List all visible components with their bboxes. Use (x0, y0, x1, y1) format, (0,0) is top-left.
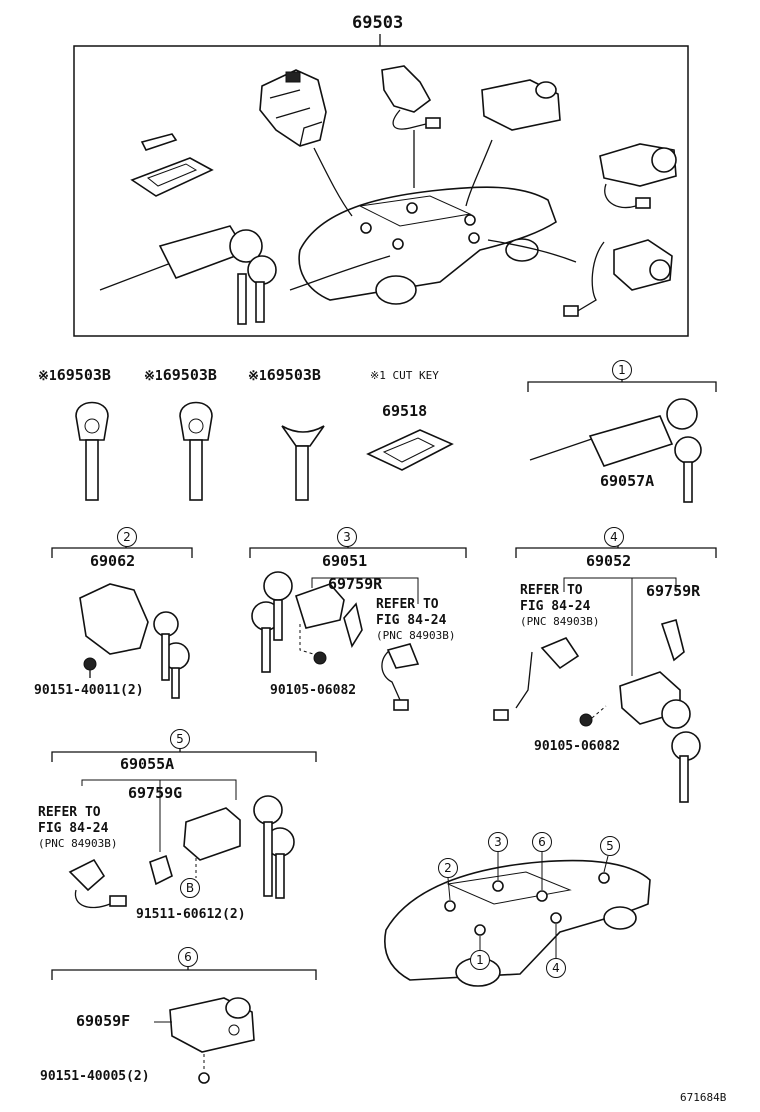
group5-refer-line3: (PNC 84903B) (38, 837, 118, 850)
group5-sub-part-label: 69759G (128, 784, 183, 802)
locator-marker-4: 4 (546, 958, 566, 978)
group1-bracket (527, 381, 717, 392)
door-lock-69052-illustration (493, 619, 701, 803)
group6-part-label: 69059F (76, 1012, 131, 1030)
key-3-illustration (281, 425, 325, 501)
door-lock-actuator-illustration (259, 69, 327, 147)
locator-marker-3: 3 (488, 832, 508, 852)
assembly-frame (73, 45, 689, 337)
vehicle-illustration-top (298, 186, 557, 305)
key-3-part-no: 69503B (266, 366, 321, 384)
key-2-label: ※169503B (144, 366, 217, 384)
group3-refer-line2: FIG 84-24 (376, 613, 447, 628)
door-lock-69051-illustration (251, 571, 420, 711)
group3-bracket (249, 547, 467, 558)
transponder-illustration (481, 79, 561, 131)
group2-part-label: 69062 (90, 552, 136, 570)
group1-marker: 1 (612, 360, 632, 380)
figure-id: 671684B (680, 1091, 727, 1104)
arrow-3 (465, 139, 493, 207)
group4-sub-bracket (563, 577, 677, 592)
group2-marker: 2 (117, 527, 137, 547)
locator-marker-2: 2 (438, 858, 458, 878)
group3-refer-line3: (PNC 84903B) (376, 629, 456, 642)
group3-part-label: 69051 (322, 552, 368, 570)
group4-bracket (515, 547, 717, 558)
transponder-69059F-illustration (154, 997, 255, 1084)
group5-refer-line2: FIG 84-24 (38, 821, 109, 836)
key-plate-label: 69518 (382, 402, 428, 420)
key-plate-69518-illustration (366, 429, 454, 471)
group5-sub-bracket (81, 779, 237, 800)
group2-bracket (51, 547, 193, 558)
key-3-prefix: ※1 (248, 369, 267, 384)
switch-sensor-illustration (381, 65, 441, 130)
key-plate-illustration (130, 157, 214, 197)
main-assembly-label: 69503 (352, 13, 404, 33)
cut-key-note: ※1 CUT KEY (370, 369, 439, 382)
key-1-part-no: 69503B (56, 366, 111, 384)
group1-part-label: 69057A (600, 472, 655, 490)
key-1-label: ※169503B (38, 366, 111, 384)
ignition-switch-69057A-illustration (529, 398, 702, 503)
group6-marker: 6 (178, 947, 198, 967)
vehicle-locator-illustration (384, 852, 651, 987)
locator-marker-5: 5 (600, 836, 620, 856)
key-1-prefix: ※1 (38, 369, 57, 384)
group6-screw-label: 90151-40005(2) (40, 1069, 150, 1084)
group4-sub-part-label: 69759R (646, 582, 701, 600)
arrow-5 (487, 239, 577, 263)
key-2-part-no: 69503B (162, 366, 217, 384)
locator-marker-1: 1 (470, 950, 490, 970)
lock-69062-illustration (79, 583, 190, 699)
group3-sub-bracket (311, 577, 419, 604)
arrow-1 (313, 147, 353, 217)
trunk-cylinder-illustration (563, 239, 673, 317)
group4-part-label: 69052 (586, 552, 632, 570)
group5-bracket (51, 751, 317, 762)
group4-marker: 4 (604, 527, 624, 547)
group3-sub-part-label: 69759R (328, 575, 383, 593)
group4-screw-label: 90105-06082 (534, 739, 621, 754)
group2-screw-label: 90151-40011(2) (34, 683, 144, 698)
group5-refer-line1: REFER TO (38, 805, 101, 820)
group5-callout-b: B (180, 878, 200, 898)
group3-refer-line1: REFER TO (376, 597, 439, 612)
arrow-4 (289, 255, 391, 291)
group5-part-label: 69055A (120, 755, 175, 773)
group6-bracket (51, 969, 317, 980)
group3-screw-label: 90105-06082 (270, 683, 357, 698)
group4-refer-line2: FIG 84-24 (520, 599, 591, 614)
ignition-cylinder-illustration (99, 225, 277, 325)
key-3-label: ※169503B (248, 366, 321, 384)
group5-marker: 5 (170, 729, 190, 749)
group4-refer-line1: REFER TO (520, 583, 583, 598)
trunk-lock-69055A-illustration (68, 795, 295, 909)
group5-screw-label: 91511-60612(2) (136, 907, 246, 922)
group3-marker: 3 (337, 527, 357, 547)
small-key-illustration (140, 133, 178, 151)
key-2-illustration (179, 401, 213, 501)
key-1-illustration (75, 401, 109, 501)
locator-marker-6: 6 (532, 832, 552, 852)
group4-refer-line3: (PNC 84903B) (520, 615, 600, 628)
key-2-prefix: ※1 (144, 369, 163, 384)
door-cylinder-illustration (599, 143, 677, 209)
